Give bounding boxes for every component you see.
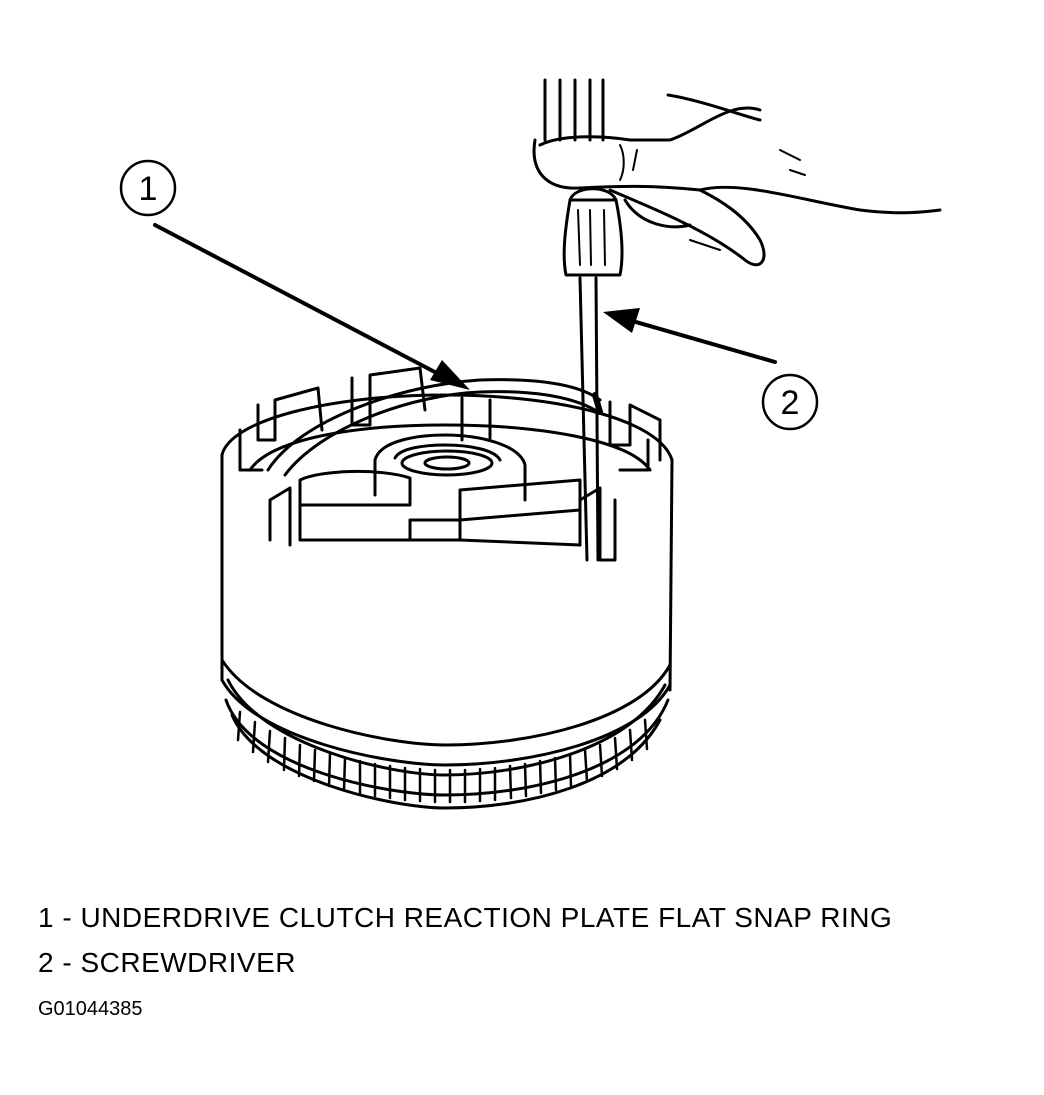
callout-circle-2 xyxy=(761,373,819,431)
gear-ring xyxy=(224,678,670,810)
clutch-drum xyxy=(220,366,674,767)
callout-number-1: 1 xyxy=(139,170,158,208)
figure-id: G01044385 xyxy=(38,998,143,1020)
legend-item-1: 1 - UNDERDRIVE CLUTCH REACTION PLATE FLA… xyxy=(38,902,893,933)
screwdriver xyxy=(543,78,624,562)
hand xyxy=(532,93,942,267)
callout-circle-1 xyxy=(119,159,177,217)
leader-arrow-1 xyxy=(153,223,470,390)
leader-arrow-2 xyxy=(603,308,777,364)
clutch-assembly-illustration: 1 2 xyxy=(119,78,942,810)
callout-number-2: 2 xyxy=(781,384,800,422)
legend-item-2: 2 - SCREWDRIVER xyxy=(38,947,296,978)
